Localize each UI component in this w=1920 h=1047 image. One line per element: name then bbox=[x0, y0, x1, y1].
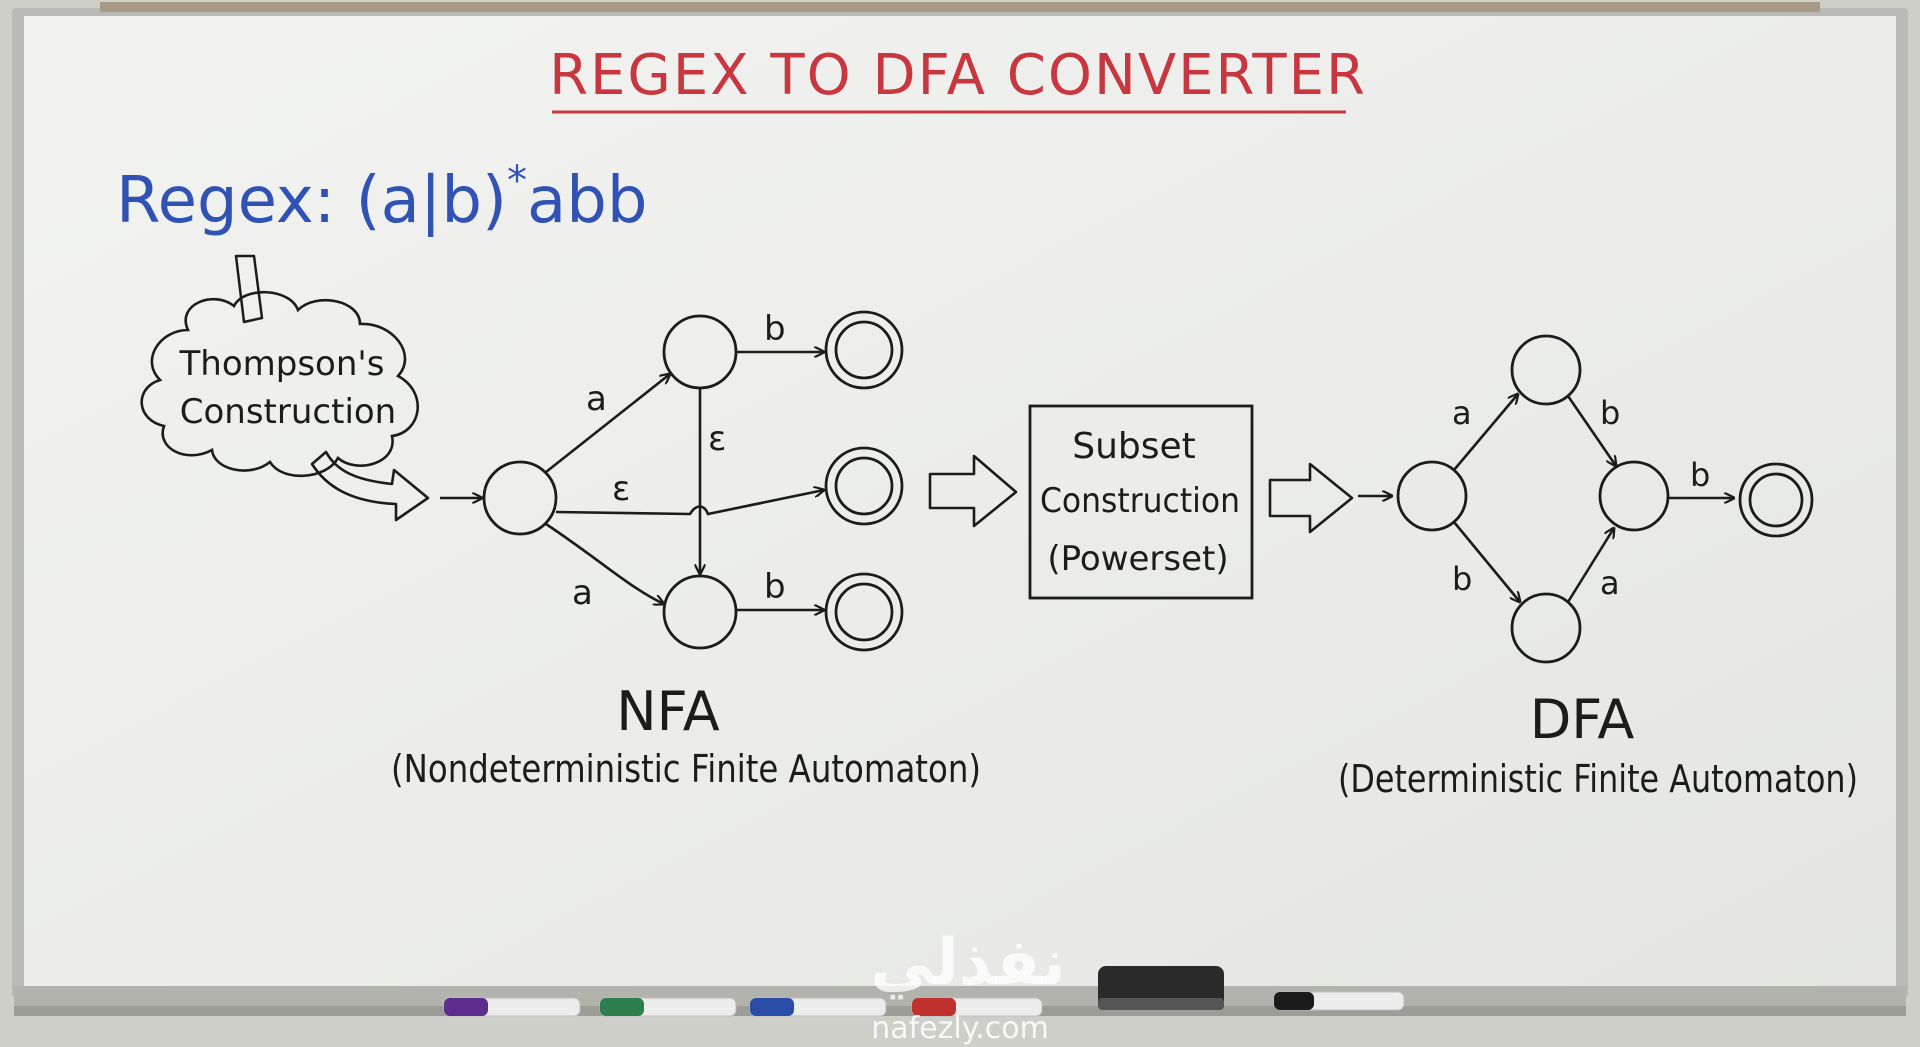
nfa-diagram: a b ε ε a b NFA (Nondeterministic Finite… bbox=[391, 309, 981, 791]
subset-line1: Subset bbox=[1072, 426, 1196, 467]
thompson-line2: Construction bbox=[180, 392, 396, 432]
dfa-label-a-bottom: a bbox=[1600, 564, 1620, 602]
nfa-label-b-top: b bbox=[764, 309, 786, 349]
regex-prefix: Regex: (a|b) bbox=[116, 164, 507, 238]
dfa-label-b-bottom: b bbox=[1452, 560, 1472, 598]
regex-text: Regex: (a|b)*abb bbox=[116, 158, 647, 238]
nfa-title: NFA bbox=[616, 680, 719, 743]
nfa-accept-mid-inner bbox=[834, 456, 894, 516]
nfa-label-b-bottom: b bbox=[764, 567, 786, 607]
eraser-icon bbox=[1098, 966, 1224, 1010]
dfa-state-bottom bbox=[1510, 592, 1582, 664]
nfa-to-subset-arrow bbox=[928, 454, 1018, 528]
dfa-caption: (Deterministic Finite Automaton) bbox=[1338, 757, 1858, 801]
dfa-accept-outer bbox=[1738, 462, 1814, 538]
nfa-state-bottom bbox=[662, 574, 738, 650]
dfa-state-mid bbox=[1598, 460, 1670, 532]
nfa-accept-top-outer bbox=[824, 310, 904, 390]
regex-down-arrow bbox=[234, 254, 264, 324]
nfa-caption: (Nondeterministic Finite Automaton) bbox=[391, 747, 981, 791]
subset-line2: Construction bbox=[1040, 481, 1240, 521]
marker-green-icon bbox=[599, 997, 737, 1017]
marker-blue-icon bbox=[749, 997, 887, 1017]
nfa-label-a-top: a bbox=[586, 379, 607, 419]
marker-red-icon bbox=[911, 997, 1043, 1017]
marker-black-icon bbox=[1273, 991, 1405, 1011]
watermark-url: nafezly.com bbox=[871, 1011, 1049, 1046]
dfa-title: DFA bbox=[1530, 688, 1635, 751]
nfa-label-eps-middle: ε bbox=[612, 469, 630, 509]
nfa-accept-bottom-inner bbox=[834, 582, 894, 642]
dfa-accept-inner bbox=[1748, 472, 1804, 528]
subset-line3: (Powerset) bbox=[1047, 539, 1228, 579]
page-title: REGEX TO DFA CONVERTER bbox=[549, 43, 1367, 108]
thompson-to-nfa-arrow bbox=[310, 450, 430, 522]
dfa-label-b-top: b bbox=[1600, 394, 1620, 432]
regex-suffix: abb bbox=[527, 164, 647, 238]
subset-box bbox=[1028, 404, 1254, 600]
regex-star: * bbox=[507, 158, 527, 204]
subset-to-dfa-arrow bbox=[1268, 462, 1354, 534]
dfa-edge-b-bottom bbox=[1452, 521, 1520, 602]
nfa-label-eps-vertical: ε bbox=[708, 419, 726, 459]
nfa-accept-top-inner bbox=[834, 320, 894, 380]
nfa-edge-a-top bbox=[545, 374, 670, 474]
dfa-state-start bbox=[1396, 460, 1468, 532]
watermark-logo: نفذلي bbox=[870, 926, 1066, 1000]
dfa-label-b-final: b bbox=[1690, 456, 1710, 494]
dfa-edge-b-top bbox=[1566, 395, 1616, 466]
dfa-state-top bbox=[1510, 334, 1582, 406]
nfa-accept-mid-outer bbox=[824, 446, 904, 526]
dfa-diagram: a b b a b DFA (Deterministic Finite Auto… bbox=[1338, 334, 1858, 801]
nfa-label-a-bottom: a bbox=[572, 573, 593, 613]
nfa-accept-bottom-outer bbox=[824, 572, 904, 652]
nfa-state-start bbox=[482, 460, 558, 536]
thompson-cloud-shape bbox=[140, 290, 420, 478]
nfa-edge-a-bottom bbox=[545, 522, 664, 604]
dfa-label-a-top: a bbox=[1452, 394, 1472, 432]
board-surface bbox=[24, 16, 1896, 986]
dfa-edge-a-top bbox=[1453, 394, 1518, 471]
thompson-line1: Thompson's bbox=[179, 344, 385, 384]
dfa-edge-a-bottom bbox=[1566, 528, 1614, 603]
top-rail bbox=[100, 2, 1820, 12]
marker-purple-icon bbox=[443, 997, 581, 1017]
